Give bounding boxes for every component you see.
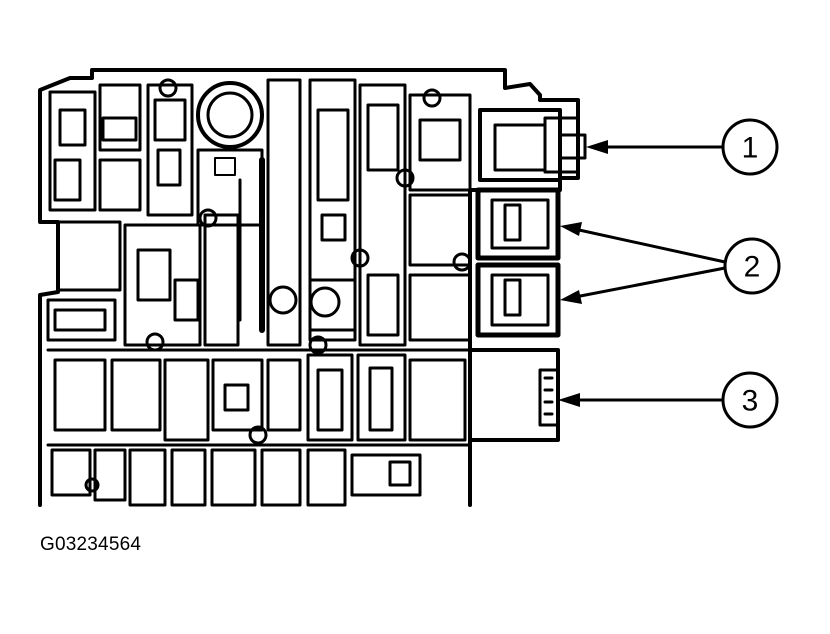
lower-passages (46, 348, 472, 507)
leader-arrow-2b (568, 266, 727, 300)
arrowhead-2a (560, 222, 582, 236)
arrowhead-2b (560, 290, 582, 304)
valve-body-outline (38, 68, 580, 507)
leader-arrow-2a (568, 226, 727, 264)
callout-1: 1 (721, 118, 779, 176)
arrowhead-1 (586, 140, 608, 154)
solenoid-1 (478, 108, 587, 182)
upper-left-passages (48, 83, 194, 217)
leader-lines (568, 145, 727, 402)
figure-id: G03234564 (40, 534, 142, 555)
arrowhead-3 (558, 393, 580, 407)
callout-2: 2 (723, 237, 781, 295)
solenoid-2-lower (475, 262, 561, 338)
callout-3: 3 (721, 371, 779, 429)
solenoid-3 (468, 348, 560, 442)
solenoid-2-upper (475, 187, 561, 261)
center-passages (266, 78, 472, 347)
callout-1-label: 1 (742, 132, 759, 165)
accumulator-bore (196, 81, 264, 227)
callout-2-label: 2 (744, 251, 761, 284)
callout-3-label: 3 (742, 385, 759, 418)
mid-left-passages (46, 213, 240, 347)
bolt-holes (84, 78, 472, 493)
arrowheads (558, 140, 608, 407)
